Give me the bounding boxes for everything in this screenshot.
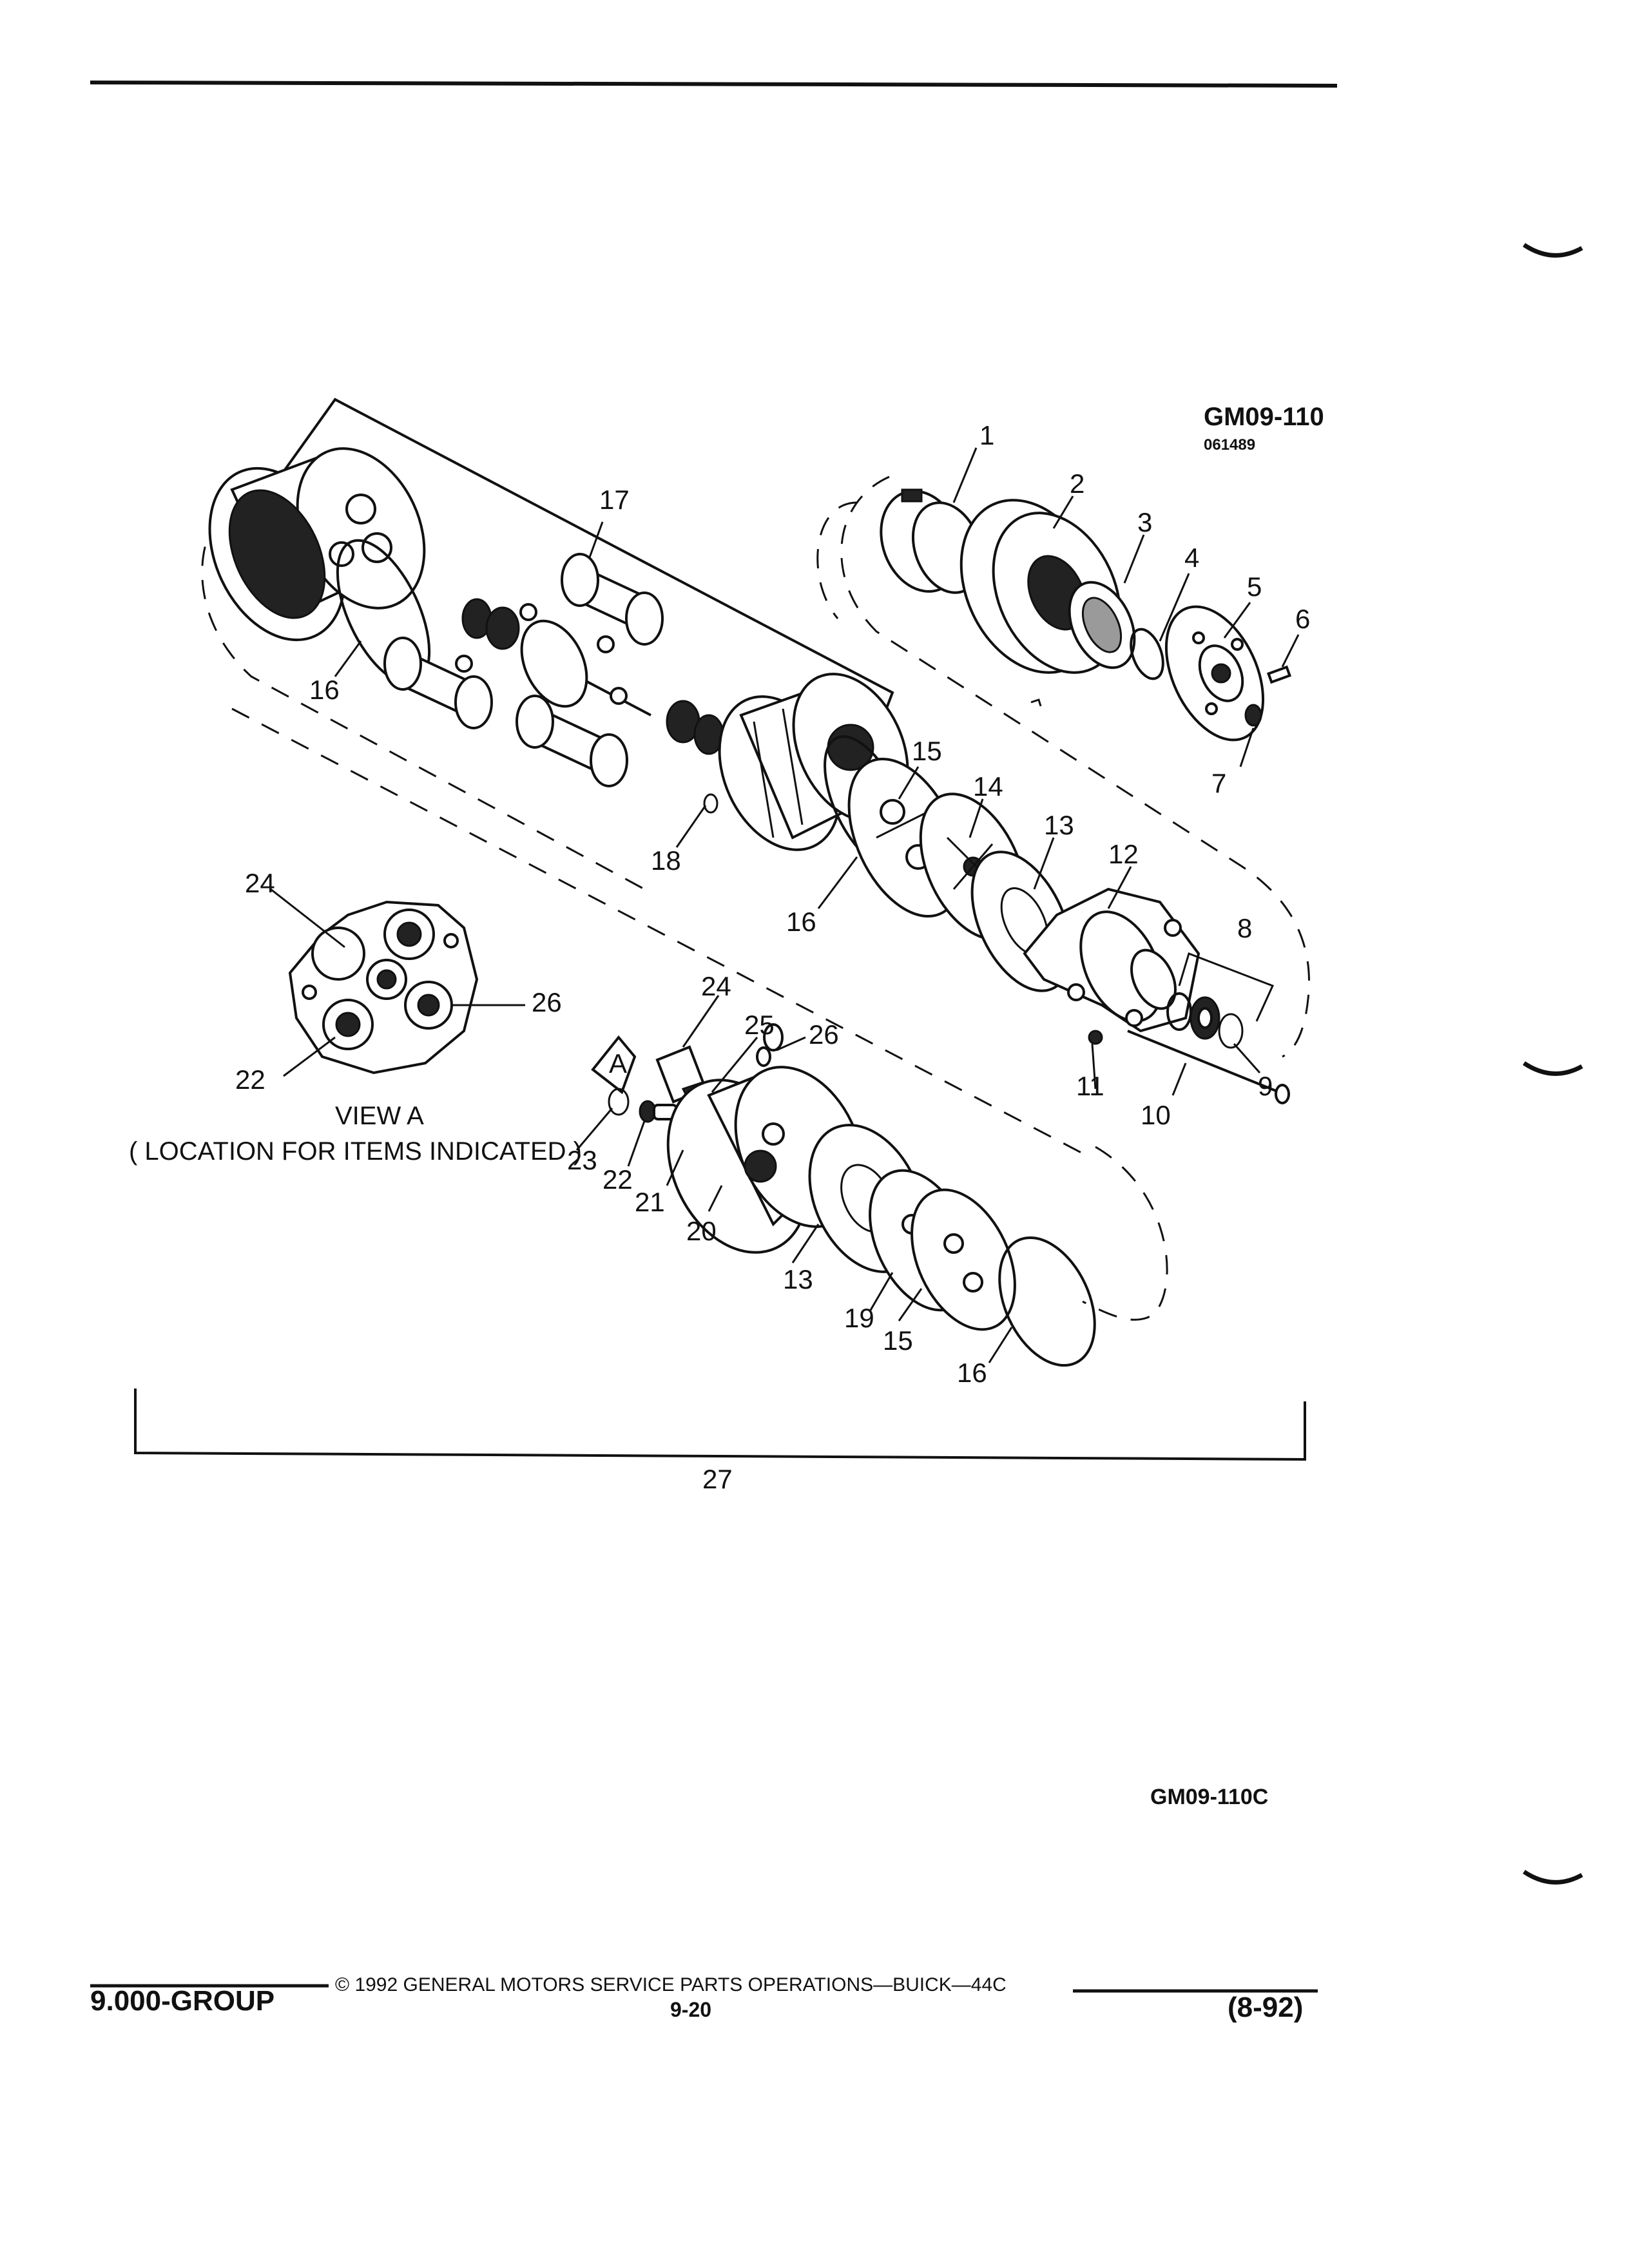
bracket-27 — [134, 1389, 1306, 1461]
dash-outline-right — [840, 476, 1310, 1058]
footer-page-number: 9-20 — [670, 1998, 711, 2021]
rear-cylinder-housing — [208, 447, 426, 642]
svg-text:22: 22 — [602, 1164, 633, 1195]
svg-text:A: A — [609, 1048, 627, 1079]
seal-kit-8 — [1166, 992, 1244, 1049]
svg-text:13: 13 — [1044, 810, 1074, 840]
svg-text:10: 10 — [1141, 1100, 1171, 1130]
bearing-3 — [1068, 581, 1136, 669]
nut-7 — [1244, 704, 1262, 727]
svg-text:26: 26 — [532, 987, 562, 1017]
svg-text:7: 7 — [1211, 768, 1226, 798]
o-ring-16-lower — [998, 1236, 1096, 1367]
svg-text:24: 24 — [245, 868, 275, 898]
svg-text:21: 21 — [635, 1187, 665, 1217]
dash-outline-bottom-right — [1082, 1146, 1168, 1321]
washer-26-b — [756, 1046, 771, 1067]
leader-lines — [270, 447, 1300, 1363]
figure-code: GM09-110 — [1204, 403, 1324, 431]
svg-text:11: 11 — [1076, 1071, 1104, 1101]
svg-text:15: 15 — [883, 1325, 913, 1356]
binder-mark-3 — [1523, 1870, 1583, 1885]
svg-text:4: 4 — [1184, 543, 1199, 573]
through-bolt-10 — [1127, 1030, 1290, 1104]
svg-text:5: 5 — [1247, 572, 1262, 602]
svg-text:16: 16 — [957, 1358, 987, 1388]
svg-text:23: 23 — [567, 1145, 597, 1175]
dash-outline-lower — [231, 707, 1083, 1155]
figure-subcode: 061489 — [1204, 436, 1255, 454]
retaining-ring-23 — [608, 1088, 630, 1116]
svg-text:18: 18 — [651, 845, 681, 876]
footer-copyright: © 1992 GENERAL MOTORS SERVICE PARTS OPER… — [335, 1974, 1007, 1995]
svg-text:15: 15 — [912, 736, 942, 766]
washer-26-a — [763, 1023, 784, 1052]
small-mark — [1030, 698, 1042, 707]
svg-text:8: 8 — [1237, 913, 1252, 943]
svg-text:22: 22 — [235, 1064, 265, 1095]
callouts: 1 2 3 4 5 6 7 8 9 10 11 12 13 13 14 15 1… — [235, 420, 1310, 1494]
svg-text:14: 14 — [973, 771, 1003, 802]
svg-text:17: 17 — [599, 485, 630, 515]
view-a-note: ( LOCATION FOR ITEMS INDICATED ) — [129, 1137, 582, 1166]
clutch-plate-5 — [1164, 605, 1265, 742]
pistons-shaft-cluster — [383, 553, 747, 787]
svg-text:27: 27 — [702, 1464, 733, 1494]
figure-id-bottom: GM09-110C — [1150, 1785, 1268, 1809]
dash-outline-upper — [201, 495, 645, 890]
svg-text:16: 16 — [309, 675, 340, 705]
svg-text:1: 1 — [979, 420, 994, 450]
clutch-dash-outline — [816, 501, 858, 619]
shim-6 — [1266, 665, 1292, 684]
top-rule — [90, 81, 1338, 88]
retainer-ring-4 — [1130, 628, 1164, 680]
svg-text:6: 6 — [1295, 604, 1310, 634]
svg-text:19: 19 — [844, 1303, 874, 1333]
binder-mark-1 — [1523, 243, 1583, 258]
svg-text:25: 25 — [744, 1010, 775, 1040]
svg-text:16: 16 — [786, 907, 816, 937]
view-a-detail — [288, 900, 479, 1075]
view-a-marker: A — [591, 1035, 637, 1095]
valve-plate-15-lower — [911, 1188, 1016, 1331]
svg-text:26: 26 — [809, 1019, 839, 1050]
o-ring-18 — [703, 793, 718, 814]
view-a-title: VIEW A — [335, 1102, 424, 1130]
svg-text:3: 3 — [1137, 507, 1152, 537]
bracket-8 — [1178, 952, 1275, 1022]
footer-date-code: (8-92) — [1228, 1992, 1303, 2023]
front-head-12 — [1023, 887, 1200, 1033]
svg-text:9: 9 — [1258, 1071, 1273, 1101]
binder-mark-2 — [1523, 1061, 1583, 1076]
svg-text:20: 20 — [686, 1216, 717, 1246]
svg-text:13: 13 — [783, 1264, 813, 1294]
svg-text:12: 12 — [1108, 839, 1139, 869]
svg-text:24: 24 — [701, 971, 731, 1001]
footer-group: 9.000-GROUP — [90, 1985, 275, 2017]
washer-11 — [1088, 1030, 1103, 1045]
svg-text:2: 2 — [1070, 468, 1084, 499]
